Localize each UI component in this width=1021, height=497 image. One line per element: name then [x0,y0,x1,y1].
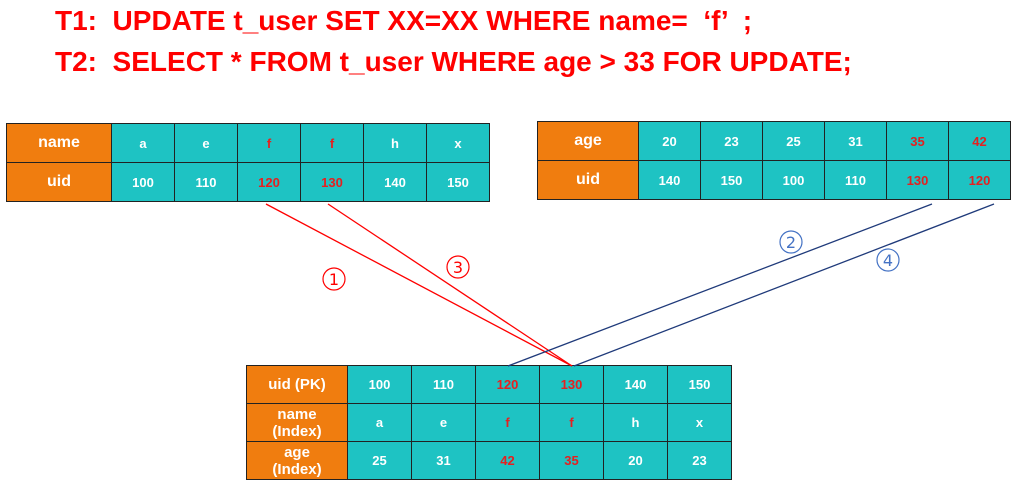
primary-index-table: uid (PK) 100 110 120 130 140 150 name (I… [246,365,732,480]
sql-t1-statement: T1: UPDATE t_user SET XX=XX WHERE name= … [55,5,753,36]
primary-index-name-cell: h [603,403,668,442]
age-index-table: age 20 23 25 31 35 42 uid 140 150 100 11… [537,121,1011,200]
name-index-uid-cell: 110 [174,162,238,202]
primary-index-age-cell: 35 [539,441,604,480]
primary-index-name-header: name (Index) [246,403,348,442]
age-index-key-cell: 31 [824,121,887,161]
svg-text:1: 1 [329,270,339,289]
link-3-label: 3 [446,255,470,279]
age-index-key-header: age [537,121,639,161]
age-index-key-cell: 20 [638,121,701,161]
primary-index-age-cell: 25 [347,441,412,480]
primary-index-age-cell: 42 [475,441,540,480]
primary-index-uid-cell: 110 [411,365,476,404]
name-index-key-header: name [6,123,112,163]
age-index-uid-cell: 150 [700,160,763,200]
link-4-line [573,203,995,367]
primary-index-age-row: age (Index) 25 31 42 35 20 23 [246,441,732,480]
name-index-uid-cell: 140 [363,162,427,202]
age-index-key-cell: 35 [886,121,949,161]
name-index-uid-cell: 130 [300,162,364,202]
age-index-uid-cell: 120 [948,160,1011,200]
age-index-key-cell: 23 [700,121,763,161]
primary-index-uid-cell: 150 [667,365,732,404]
primary-index-name-cell: a [347,403,412,442]
primary-index-age-cell: 31 [411,441,476,480]
primary-index-uid-cell: 140 [603,365,668,404]
age-index-uid-cell: 110 [824,160,887,200]
age-index-uid-cell: 140 [638,160,701,200]
age-index-uid-cell: 100 [762,160,825,200]
link-2-line [507,203,933,367]
primary-index-age-cell: 20 [603,441,668,480]
link-2-label: 2 [779,230,803,254]
name-index-uid-header: uid [6,162,112,202]
name-index-key-cell: a [111,123,175,163]
age-index-uid-cell: 130 [886,160,949,200]
primary-index-age-header: age (Index) [246,441,348,480]
name-index-key-cell: h [363,123,427,163]
link-1-line [265,203,573,367]
primary-index-uid-header: uid (PK) [246,365,348,404]
name-index-uid-cell: 150 [426,162,490,202]
link-1-label: 1 [322,267,346,291]
age-index-uid-row: uid 140 150 100 110 130 120 [537,160,1011,200]
svg-text:2: 2 [786,233,796,252]
primary-index-name-row: name (Index) a e f f h x [246,403,732,442]
svg-text:4: 4 [883,251,893,270]
name-index-uid-row: uid 100 110 120 130 140 150 [6,162,490,202]
age-index-key-row: age 20 23 25 31 35 42 [537,121,1011,161]
name-index-uid-cell: 120 [237,162,301,202]
primary-index-name-cell: f [475,403,540,442]
svg-text:3: 3 [453,258,463,277]
age-index-uid-header: uid [537,160,639,200]
link-4-label: 4 [876,248,900,272]
sql-t2-statement: T2: SELECT * FROM t_user WHERE age > 33 … [55,46,852,77]
name-index-table: name a e f f h x uid 100 110 120 130 140… [6,123,490,202]
primary-index-name-cell: e [411,403,476,442]
age-index-key-cell: 42 [948,121,1011,161]
primary-index-name-cell: f [539,403,604,442]
link-3-line [327,203,573,367]
age-index-key-cell: 25 [762,121,825,161]
primary-index-age-cell: 23 [667,441,732,480]
primary-index-name-cell: x [667,403,732,442]
name-index-key-cell: f [237,123,301,163]
primary-index-uid-cell: 120 [475,365,540,404]
